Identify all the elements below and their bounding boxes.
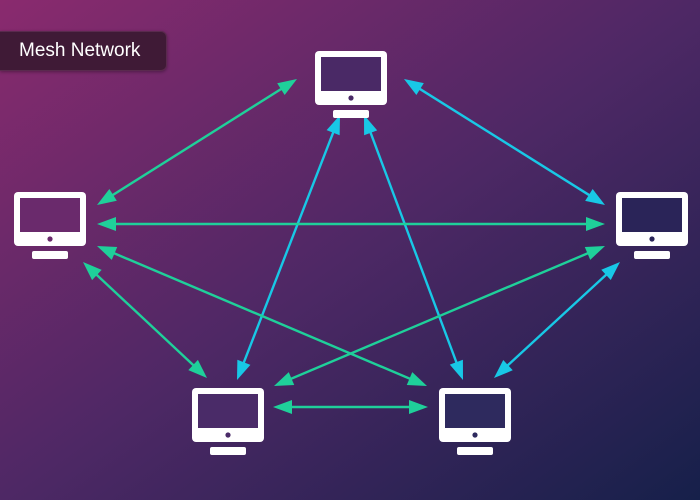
link-top-bottom-left <box>237 115 340 380</box>
arrowhead <box>237 359 251 380</box>
link-line <box>282 248 597 384</box>
nodes-layer <box>14 51 688 455</box>
arrowhead <box>97 217 116 231</box>
arrowhead <box>326 115 340 136</box>
arrowhead <box>584 246 605 260</box>
monitor-icon <box>439 388 511 455</box>
node-right <box>616 192 688 259</box>
arrowhead <box>586 217 605 231</box>
link-line <box>366 123 461 372</box>
arrowhead <box>494 359 513 378</box>
link-line <box>239 123 338 372</box>
link-line <box>500 267 614 373</box>
link-left-bottom-right <box>97 246 427 386</box>
link-top-right <box>404 79 605 205</box>
link-right-bottom-right <box>494 262 620 378</box>
arrowhead <box>449 359 463 380</box>
link-line <box>104 83 290 201</box>
link-right-bottom-left <box>274 246 605 386</box>
node-bottom-left <box>192 388 264 455</box>
link-line <box>105 248 419 384</box>
arrowhead <box>409 400 428 414</box>
link-left-right <box>97 217 605 231</box>
link-left-bottom-left <box>83 262 207 378</box>
arrowhead <box>188 359 207 378</box>
arrowhead <box>97 188 117 205</box>
monitor-icon <box>616 192 688 259</box>
arrowhead <box>274 372 295 386</box>
link-top-bottom-right <box>364 115 463 380</box>
monitor-icon <box>192 388 264 455</box>
monitor-icon <box>14 192 86 259</box>
monitor-icon <box>315 51 387 118</box>
link-top-left <box>97 79 297 205</box>
arrowhead <box>277 79 297 96</box>
links-layer <box>83 79 620 414</box>
link-bottom-left-bottom-right <box>273 400 428 414</box>
node-top <box>315 51 387 118</box>
arrowhead <box>601 262 620 281</box>
link-line <box>89 267 201 373</box>
arrowhead <box>364 115 378 136</box>
arrowhead <box>273 400 292 414</box>
arrowhead <box>406 372 427 386</box>
node-bottom-right <box>439 388 511 455</box>
arrowhead <box>97 246 118 260</box>
link-line <box>411 83 598 201</box>
arrowhead <box>585 188 605 205</box>
arrowhead <box>83 262 102 281</box>
diagram-title: Mesh Network <box>0 31 167 71</box>
arrowhead <box>404 79 424 96</box>
node-left <box>14 192 86 259</box>
